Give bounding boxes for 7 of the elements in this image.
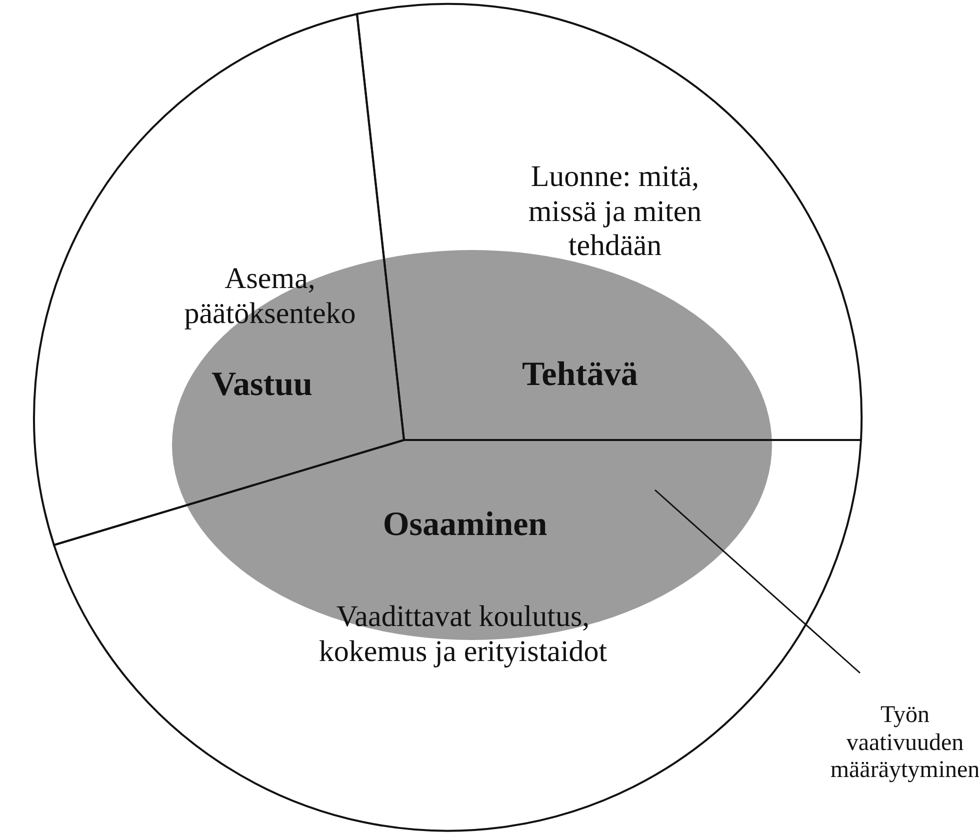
sector-heading: Vastuu bbox=[210, 365, 314, 404]
sector-description: Luonne: mitä, missä ja miten tehdään bbox=[527, 160, 703, 264]
sector-heading: Tehtävä bbox=[521, 355, 639, 394]
callout-text: Työn vaativuuden määräytyminen bbox=[830, 702, 979, 785]
leader-line bbox=[654, 489, 860, 674]
sector-heading: Osaaminen bbox=[382, 505, 548, 544]
sector-description: Vaadittavat koulutus, kokemus ja erityistaidot bbox=[318, 600, 608, 669]
